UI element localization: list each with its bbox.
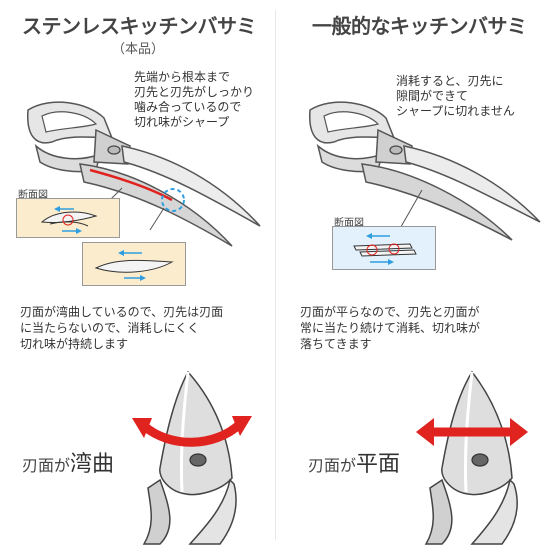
left-title: ステンレスキッチンバサミ xyxy=(22,14,257,38)
right-label-emphasis: 平面 xyxy=(356,452,401,477)
column-divider xyxy=(275,10,276,540)
right-section-label: 断面図 xyxy=(334,218,364,229)
left-label-prefix: 刃面が xyxy=(22,456,71,475)
right-scissors-illustration xyxy=(309,101,541,241)
right-label-prefix: 刃面が xyxy=(308,456,357,475)
left-description: 刃面が湾曲しているので、刃先は刃面 に当たらないので、消耗しにくく 切れ味が持続… xyxy=(20,305,224,351)
left-tip-illustration xyxy=(132,370,252,545)
left-cross-section-2 xyxy=(82,242,186,286)
left-big-label: 刃面が湾曲 xyxy=(22,446,114,478)
left-section-label: 断面図 xyxy=(18,190,48,201)
right-note: 消耗すると、刃先に 隙間ができて シャープに切れません xyxy=(396,74,515,118)
right-title: 一般的なキッチンバサミ xyxy=(312,14,527,38)
left-subtitle: （本品） xyxy=(112,42,165,57)
left-note: 先端から根本まで 刃先と刃先がしっかり 噛み合っているので 切れ味がシャープ xyxy=(134,70,255,129)
right-tip-illustration xyxy=(416,370,528,545)
right-cross-section xyxy=(332,226,436,270)
left-scissors-illustration xyxy=(27,101,261,247)
left-label-emphasis: 湾曲 xyxy=(70,452,115,477)
right-big-label: 刃面が平面 xyxy=(308,446,400,478)
right-description: 刃面が平らなので、刃先と刃面が 常に当たり続けて消耗、切れ味が 落ちてきます xyxy=(300,305,481,351)
left-cross-section-1 xyxy=(16,198,120,238)
